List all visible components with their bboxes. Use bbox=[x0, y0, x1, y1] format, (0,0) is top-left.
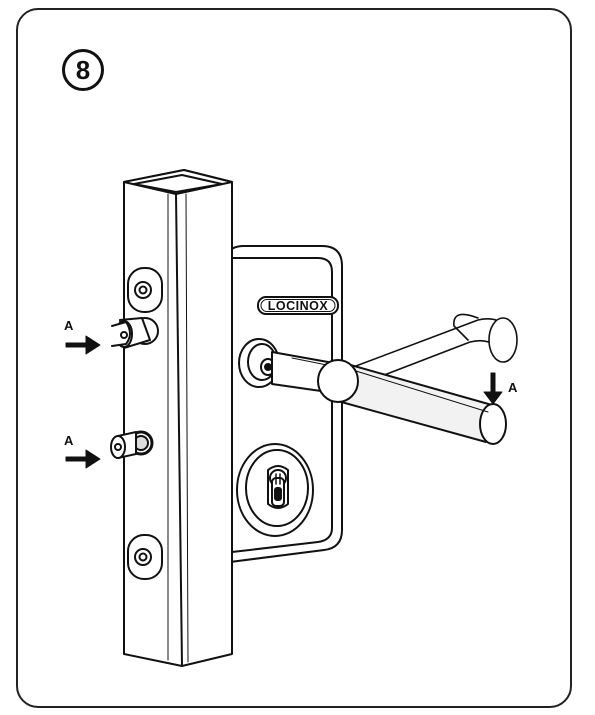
top-latch-bolt bbox=[111, 317, 159, 349]
push-down-arrow bbox=[483, 372, 503, 405]
arrow-label-bottom: A bbox=[64, 433, 74, 448]
arrow-label-right: A bbox=[508, 380, 518, 395]
gate-post bbox=[123, 169, 233, 667]
step-number-badge: 8 bbox=[62, 49, 104, 91]
instruction-frame bbox=[16, 8, 572, 708]
screw-holes bbox=[127, 267, 163, 580]
bottom-latch-bolt bbox=[110, 430, 154, 459]
arrow-label-top: A bbox=[64, 318, 74, 333]
lever-handle bbox=[271, 313, 518, 445]
push-arrow-bottom bbox=[65, 449, 101, 469]
brand-logo: LOCINOX bbox=[257, 296, 339, 315]
handle-rose bbox=[238, 338, 280, 388]
key-cylinder bbox=[269, 469, 287, 507]
push-arrow-top bbox=[65, 335, 101, 355]
brand-logo-text: LOCINOX bbox=[268, 299, 329, 313]
